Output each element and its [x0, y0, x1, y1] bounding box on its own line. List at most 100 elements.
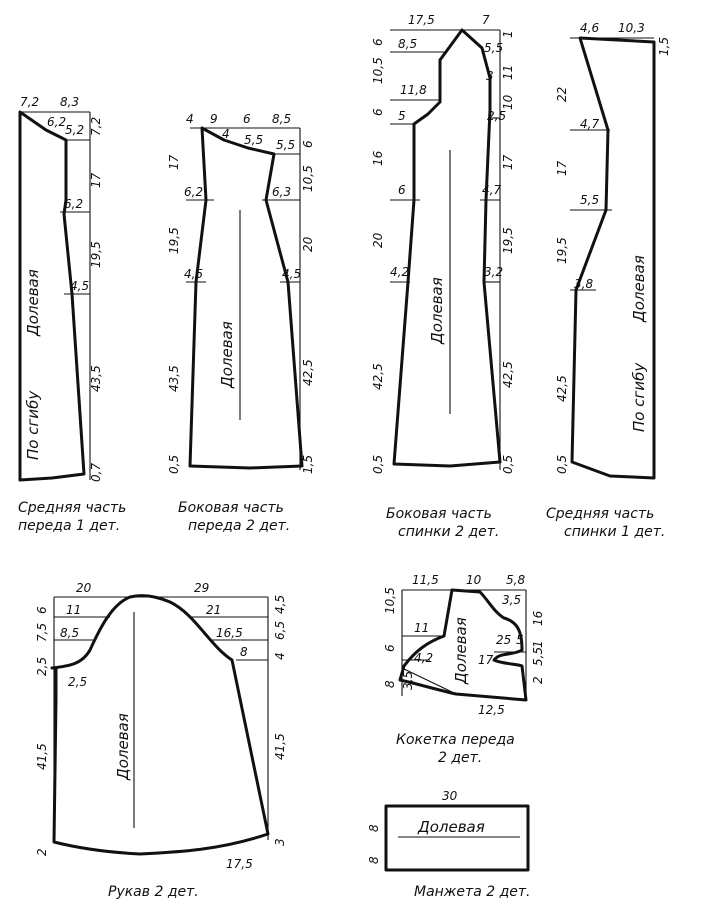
dim-cuff-left-2: 8 [367, 856, 381, 864]
caption-sleeve: Рукав 2 дет. [108, 884, 199, 900]
grain-label-back-middle: Долевая [630, 255, 648, 323]
caption-back-middle-line2: спинки 1 дет. [564, 524, 665, 540]
dim-sleeve-right-4: 41,5 [273, 733, 287, 760]
dim-yoke-inner-3: 3,5 [401, 671, 415, 690]
dim-front-middle-right-3: 19,5 [89, 241, 103, 268]
dim-front-side-top-2: 9 [210, 112, 218, 126]
dim-front-side-top-1: 4 [186, 112, 194, 126]
dim-back-side-right-6: 19,5 [501, 227, 515, 254]
dim-yoke-inner-2: 4,2 [414, 651, 433, 665]
dim-back-middle-left-1: 22 [555, 87, 569, 102]
dim-back-side-top-1: 17,5 [408, 13, 435, 27]
dim-front-side-inner-2: 5,5 [244, 133, 263, 147]
dim-yoke-right-1: 16 [531, 610, 545, 626]
dim-back-middle-left-5: 0,5 [555, 455, 569, 474]
dim-front-middle-right-2: 17 [89, 172, 103, 188]
grain-label-yoke: Долевая [452, 617, 470, 685]
grain-label-sleeve: Долевая [114, 713, 132, 781]
dim-sleeve-right-5: 3 [273, 838, 287, 846]
dim-front-middle-right-4: 43,5 [89, 365, 103, 392]
dim-sleeve-top-1: 20 [76, 581, 92, 595]
dim-sleeve-inner-2: 21 [206, 603, 221, 617]
dim-yoke-inner-4: 25 [496, 633, 511, 647]
dim-front-side-inner-5: 6,3 [272, 185, 291, 199]
caption-front-middle-line2: переда 1 дет. [18, 518, 120, 534]
dim-back-side-right-4: 10 [501, 94, 515, 110]
dim-sleeve-top-2: 29 [194, 581, 209, 595]
grain-label-back-side: Долевая [428, 277, 446, 345]
dim-yoke-left-2: 6 [383, 644, 397, 652]
dim-sleeve-inner-1: 11 [66, 603, 81, 617]
dim-front-side-top-3: 6 [243, 112, 251, 126]
dim-back-side-inner-2: 5,5 [484, 41, 503, 55]
dim-back-side-left-4: 16 [371, 150, 385, 166]
dim-sleeve-right-1: 4,5 [273, 595, 287, 614]
dim-front-side-top-4: 8,5 [272, 112, 291, 126]
dim-front-side-inner-6: 4,5 [184, 267, 203, 281]
dim-sleeve-left-5: 2 [35, 848, 49, 856]
grain-label-front-side: Долевая [218, 321, 236, 389]
dim-yoke-top-1: 11,5 [412, 573, 439, 587]
dim-sleeve-inner-5: 8 [240, 645, 248, 659]
caption-back-side-line1: Боковая часть [386, 506, 492, 522]
dim-back-side-right-3: 11 [501, 65, 515, 80]
dim-yoke-left-1: 10,5 [383, 587, 397, 614]
dim-back-side-inner-8: 4,2 [390, 265, 409, 279]
dim-sleeve-right-2: 6,5 [273, 621, 287, 640]
dim-back-side-left-7: 0,5 [371, 455, 385, 474]
dim-back-side-right-8: 0,5 [501, 455, 515, 474]
fold-label-front-middle: По сгибу [24, 390, 42, 460]
dim-back-middle-left-4: 42,5 [555, 375, 569, 402]
dim-yoke-right-3: 5,5 [531, 647, 545, 666]
dim-back-middle-inner-3: 3,8 [574, 277, 593, 291]
dim-back-side-left-2: 10,5 [371, 57, 385, 84]
dim-back-side-right-2: 3 [486, 69, 494, 83]
dim-cuff-top-1: 30 [442, 789, 458, 803]
dim-front-side-inner-7: 4,5 [282, 267, 301, 281]
grain-label-cuff: Долевая [417, 818, 485, 836]
dim-sleeve-left-2: 7,5 [35, 623, 49, 642]
dim-front-side-inner-1: 4 [222, 127, 230, 141]
dim-back-middle-inner-2: 5,5 [580, 193, 599, 207]
dim-front-middle-inner-2: 5,2 [65, 123, 84, 137]
dim-front-side-left-4: 0,5 [167, 455, 181, 474]
dim-yoke-inner-1: 11 [414, 621, 429, 635]
dim-cuff-left-1: 8 [367, 824, 381, 832]
piece-sleeve: 20 29 11 21 8,5 16,5 8 2,5 6 7,5 2,5 41,… [35, 581, 287, 900]
dim-back-side-right-5: 17 [501, 154, 515, 170]
dim-front-side-right-1: 6 [301, 140, 315, 148]
dim-back-side-inner-6: 6 [398, 183, 406, 197]
dim-front-middle-inner-1: 6,2 [47, 115, 66, 129]
dim-sleeve-left-4: 41,5 [35, 743, 49, 770]
caption-back-middle-line1: Средняя часть [546, 506, 654, 522]
dim-sleeve-bottom-1: 17,5 [226, 857, 253, 871]
dim-back-middle-left-3: 19,5 [555, 237, 569, 264]
dim-yoke-bottom-1: 12,5 [478, 703, 505, 717]
dim-back-middle-left-2: 17 [555, 160, 569, 176]
dim-yoke-left-3: 8 [383, 680, 397, 688]
caption-yoke-line2: 2 дет. [438, 750, 482, 766]
dim-back-side-inner-4: 5 [398, 109, 406, 123]
dim-front-side-right-4: 42,5 [301, 359, 315, 386]
dim-back-side-left-1: 6 [371, 38, 385, 46]
dim-back-side-top-2: 7 [482, 13, 490, 27]
dim-front-side-right-3: 20 [301, 236, 315, 252]
caption-yoke-line1: Кокетка переда [396, 732, 515, 748]
dim-back-side-right-7: 42,5 [501, 361, 515, 388]
dim-back-side-right-1: 1 [501, 30, 515, 38]
dim-front-middle-right-1: 7,2 [89, 117, 103, 136]
dim-front-middle-right-5: 0,7 [89, 463, 103, 482]
dim-back-side-inner-1: 8,5 [398, 37, 417, 51]
dim-front-side-left-3: 43,5 [167, 365, 181, 392]
dim-sleeve-right-3: 4 [273, 652, 287, 660]
dim-sleeve-inner-3: 8,5 [60, 626, 79, 640]
dim-front-side-left-1: 17 [167, 154, 181, 170]
piece-front-side: 4 9 6 8,5 4 5,5 5,5 6,2 6,3 4,5 4,5 17 1… [167, 112, 315, 534]
caption-back-side-line2: спинки 2 дет. [398, 524, 499, 540]
dim-yoke-inner-7: 3,5 [502, 593, 521, 607]
dim-front-side-inner-3: 5,5 [276, 138, 295, 152]
dim-front-middle-inner-3: 6,2 [64, 197, 83, 211]
dim-sleeve-left-1: 6 [35, 606, 49, 614]
dim-back-middle-right-1: 1,5 [657, 37, 671, 56]
